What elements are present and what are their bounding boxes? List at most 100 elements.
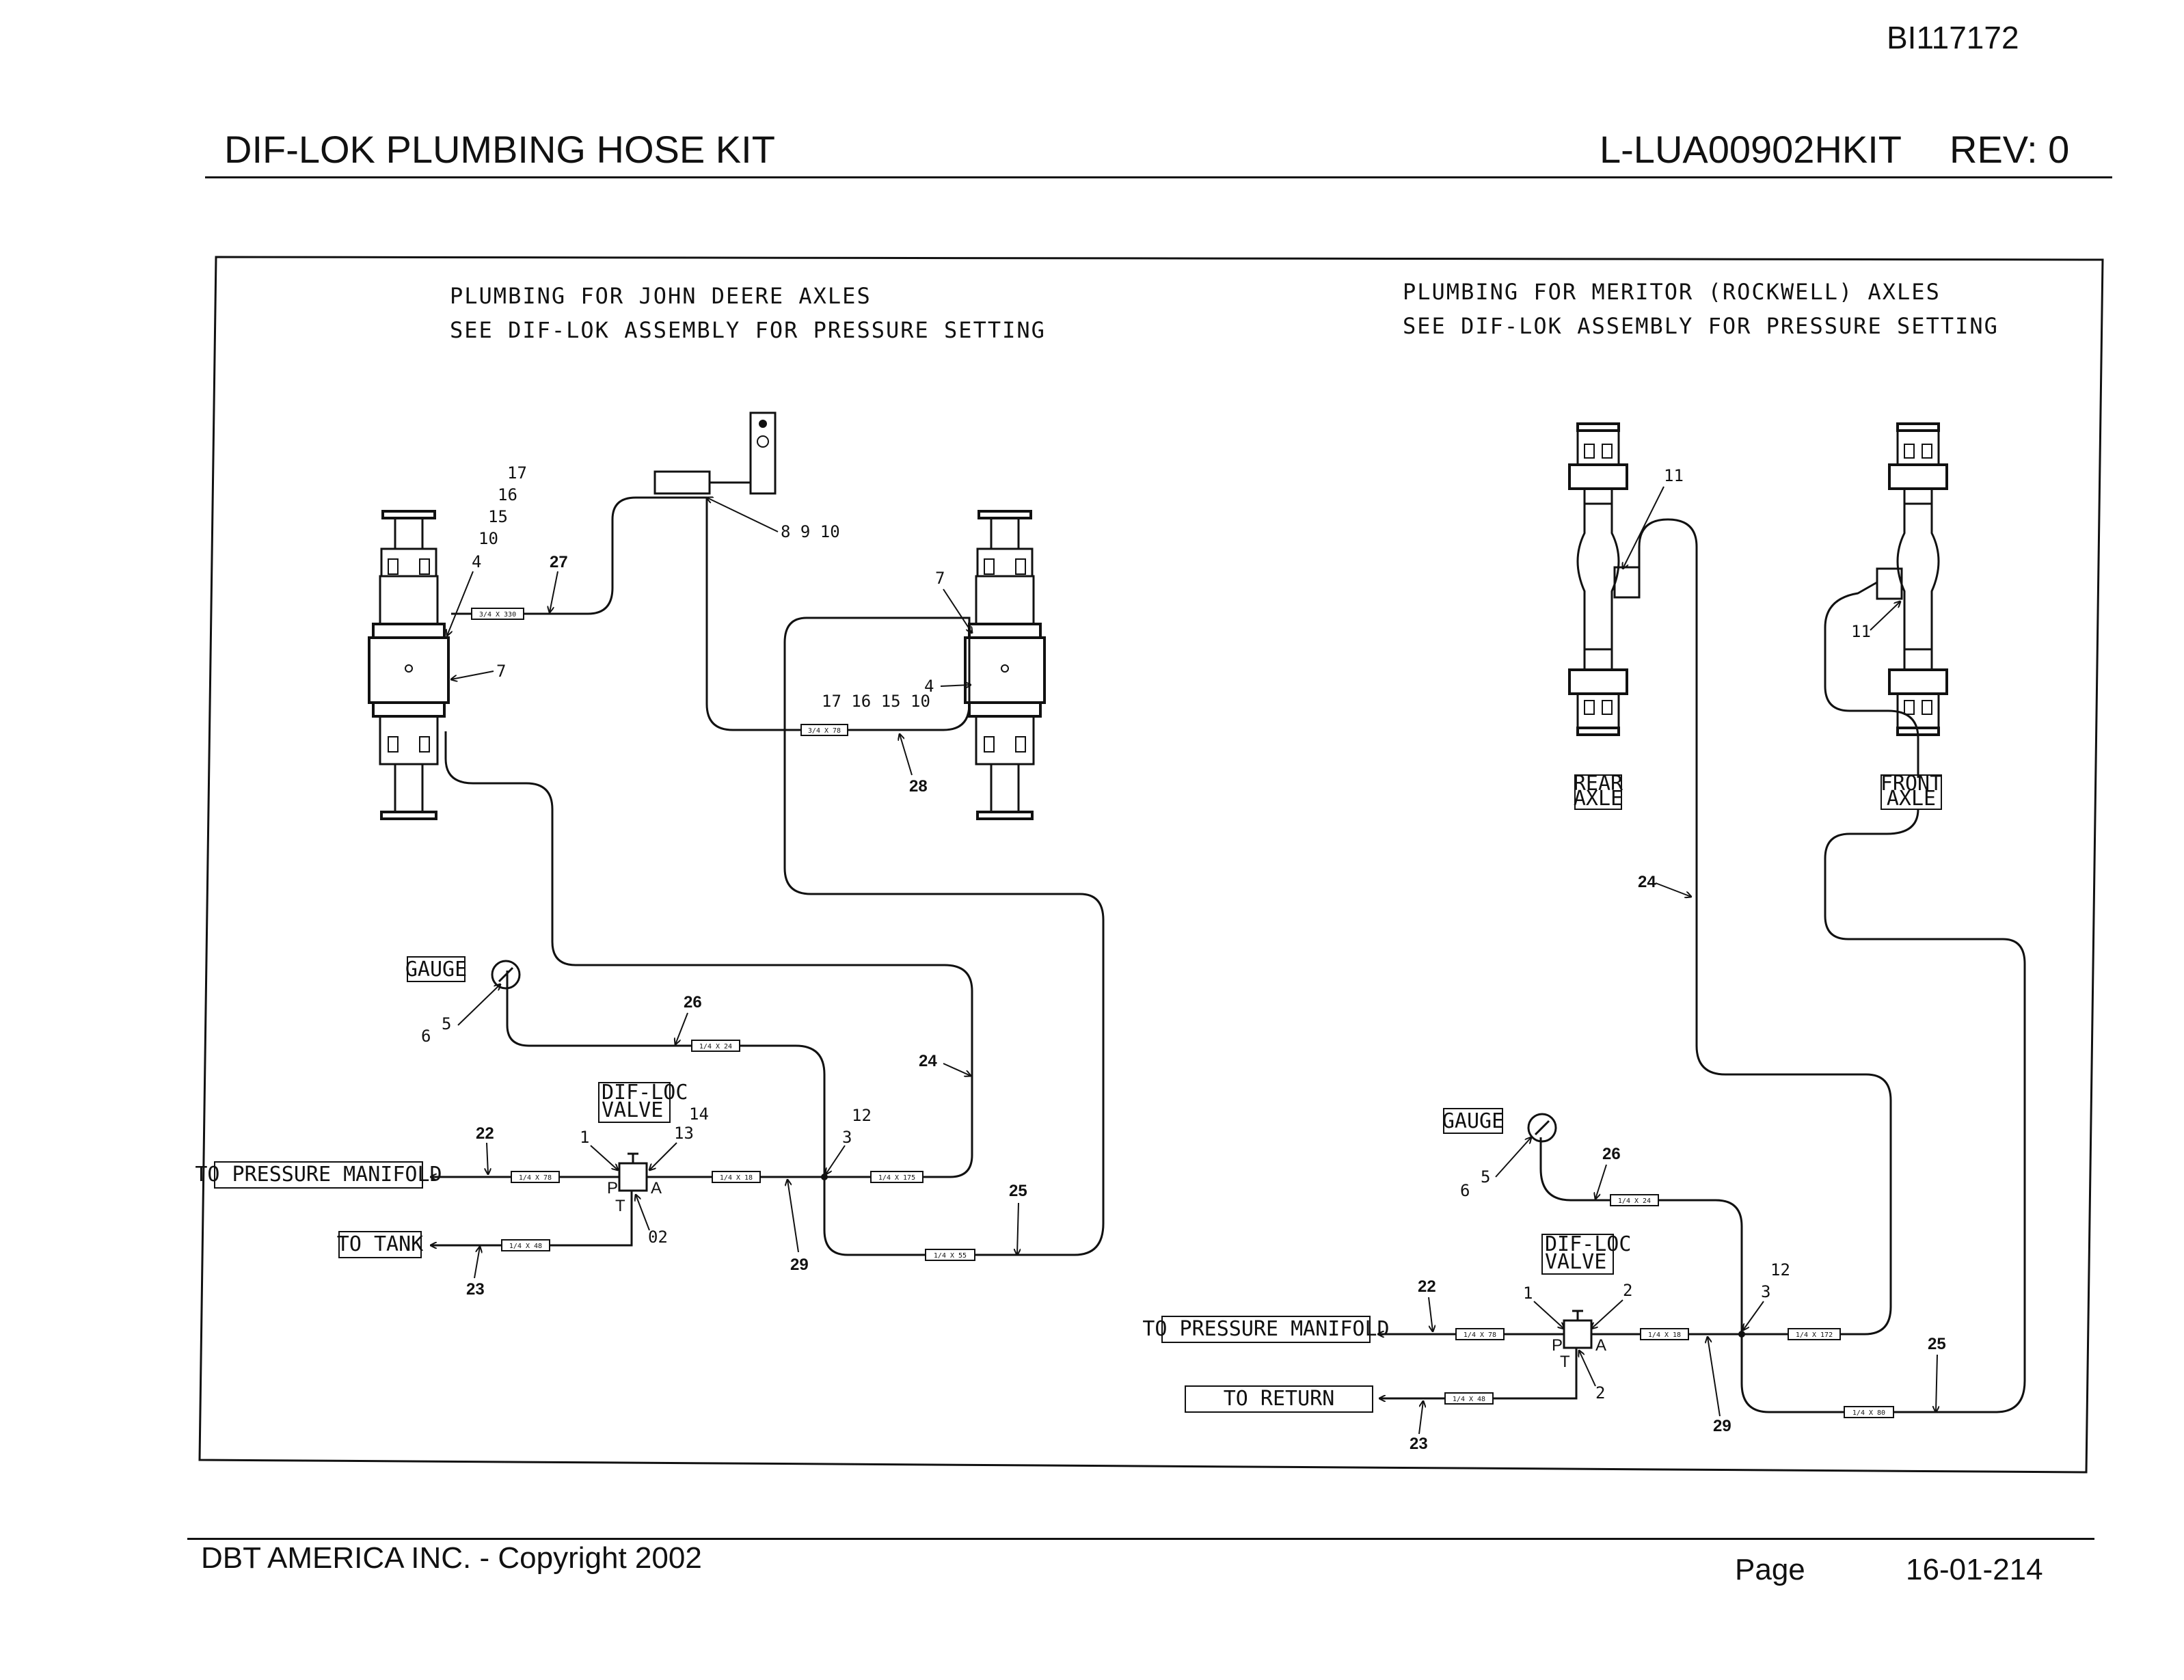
front-axle-label-1: FRONT <box>1880 772 1942 796</box>
callout-16: 16 <box>498 485 517 504</box>
callout-24: 24 <box>919 1052 937 1070</box>
left-port-a: A <box>651 1179 662 1197</box>
right-gauge-label: GAUGE <box>1442 1109 1504 1133</box>
callout-4b: 4 <box>924 677 934 696</box>
rcallout-1: 1 <box>1523 1284 1533 1303</box>
callout-25: 25 <box>1009 1182 1027 1200</box>
left-valve-label-1: DIF-LOC <box>602 1081 688 1105</box>
callout-27: 27 <box>550 553 568 571</box>
tag-28: 3/4 X 78 <box>808 727 841 735</box>
revision: REV: 0 <box>1950 128 2070 171</box>
callout-10: 10 <box>478 529 498 548</box>
left-panel: PLUMBING FOR JOHN DEERE AXLES SEE DIF-LO… <box>195 283 1105 1299</box>
rcallout-11a: 11 <box>1664 466 1684 485</box>
jd-axle-right <box>964 510 1046 820</box>
mounting-bracket <box>653 411 777 495</box>
right-pressure-manifold-box <box>1161 1316 1371 1343</box>
left-pressure-manifold-box <box>214 1161 423 1189</box>
tag-23: 1/4 X 48 <box>509 1243 542 1250</box>
right-hoses <box>1388 518 2026 1413</box>
rtag-25: 1/4 X 80 <box>1852 1409 1885 1417</box>
rtag-29: 1/4 X 18 <box>1648 1331 1681 1339</box>
front-axle-box <box>1880 774 1942 810</box>
left-note-line1: PLUMBING FOR JOHN DEERE AXLES <box>450 283 872 309</box>
left-note-line2: SEE DIF-LOK ASSEMBLY FOR PRESSURE SETTIN… <box>450 317 1046 343</box>
callout-1: 1 <box>580 1128 589 1147</box>
rtag-23: 1/4 X 48 <box>1453 1396 1485 1403</box>
right-valve-icon <box>1563 1310 1593 1349</box>
right-gauge-icon <box>1527 1113 1557 1143</box>
rcallout-29: 29 <box>1713 1417 1731 1435</box>
tag-25: 1/4 X 55 <box>934 1252 967 1260</box>
callout-28: 28 <box>909 777 928 796</box>
rcallout-25: 25 <box>1928 1335 1946 1353</box>
rcallout-5: 5 <box>1481 1167 1490 1187</box>
left-port-p: P <box>607 1179 618 1197</box>
left-gauge-label: GAUGE <box>405 958 467 981</box>
callout-7b: 7 <box>935 569 945 588</box>
left-leaders <box>447 498 1019 1279</box>
left-hose-tags: 3/4 X 330 3/4 X 78 1/4 X 24 1/4 X 78 1/4… <box>471 608 975 1261</box>
rcallout-22: 22 <box>1418 1277 1436 1296</box>
footer-page-label: Page <box>1735 1553 1805 1586</box>
page-title: DIF-LOK PLUMBING HOSE KIT <box>224 128 775 171</box>
left-valve-label-2: VALVE <box>602 1098 663 1122</box>
right-port-a: A <box>1595 1336 1606 1355</box>
left-tee-icon <box>821 1174 828 1180</box>
rtag-26: 1/4 X 24 <box>1618 1197 1651 1205</box>
right-callouts: 11 11 24 6 5 26 12 3 22 1 2 25 2 29 23 <box>1410 466 1946 1453</box>
footer-page-number: 16-01-214 <box>1906 1553 2043 1586</box>
rcallout-26: 26 <box>1602 1145 1621 1163</box>
left-hoses <box>439 496 1105 1256</box>
callout-29: 29 <box>790 1256 809 1274</box>
callout-17: 17 <box>507 463 527 483</box>
callout-12: 12 <box>852 1106 872 1125</box>
callout-4: 4 <box>472 552 481 571</box>
left-port-t: T <box>615 1197 625 1215</box>
callout-5: 5 <box>442 1014 451 1033</box>
front-axle <box>1888 422 1948 736</box>
right-return-label: TO RETURN <box>1224 1387 1335 1411</box>
rcallout-2b: 2 <box>1595 1383 1605 1403</box>
footer-rule <box>187 1538 2094 1540</box>
rear-axle-label-1: REAR <box>1574 772 1623 796</box>
tag-29: 1/4 X 18 <box>720 1174 753 1182</box>
left-tank-box <box>338 1231 422 1258</box>
rcallout-24: 24 <box>1638 873 1656 891</box>
rcallout-3: 3 <box>1761 1282 1770 1301</box>
left-callouts: 17 16 15 10 4 27 7 8 9 10 7 17 16 15 10 … <box>421 463 1027 1299</box>
tag-27: 3/4 X 330 <box>479 611 516 619</box>
front-difflock-icon <box>1876 567 1903 600</box>
callout-14: 14 <box>689 1105 709 1124</box>
rear-axle-label-2: AXLE <box>1574 787 1623 811</box>
left-pressure-manifold-label: TO PRESSURE MANIFOLD <box>195 1163 442 1187</box>
callout-13: 13 <box>674 1124 694 1143</box>
rear-axle-box <box>1574 774 1622 810</box>
rcallout-2a: 2 <box>1623 1281 1632 1300</box>
rcallout-6: 6 <box>1460 1181 1470 1200</box>
right-panel: PLUMBING FOR MERITOR (ROCKWELL) AXLES SE… <box>1142 279 2026 1453</box>
callout-7a: 7 <box>496 662 506 681</box>
left-gauge-icon <box>491 960 521 990</box>
callout-02: 02 <box>648 1228 668 1247</box>
footer-copyright: DBT AMERICA INC. - Copyright 2002 <box>201 1541 702 1575</box>
header-rule <box>205 176 2112 178</box>
callout-group: 17 16 15 10 <box>822 692 930 711</box>
right-port-p: P <box>1552 1336 1563 1355</box>
rtag-24: 1/4 X 172 <box>1796 1331 1833 1339</box>
rcallout-12: 12 <box>1770 1260 1790 1279</box>
right-gauge-box <box>1443 1108 1503 1134</box>
rear-axle <box>1568 422 1628 736</box>
left-valve-icon <box>618 1152 648 1192</box>
right-return-box <box>1185 1385 1373 1413</box>
callout-26: 26 <box>684 993 702 1012</box>
kit-code: L-LUA00902HKIT <box>1600 128 1902 171</box>
right-note-line1: PLUMBING FOR MERITOR (ROCKWELL) AXLES <box>1403 279 1941 305</box>
rcallout-23: 23 <box>1410 1435 1428 1453</box>
left-tank-label: TO TANK <box>337 1232 423 1256</box>
front-axle-label-2: AXLE <box>1887 787 1936 811</box>
right-valve-label-1: DIF-LOC <box>1545 1232 1631 1256</box>
right-note-line2: SEE DIF-LOK ASSEMBLY FOR PRESSURE SETTIN… <box>1403 313 1999 339</box>
callout-3: 3 <box>842 1128 852 1147</box>
